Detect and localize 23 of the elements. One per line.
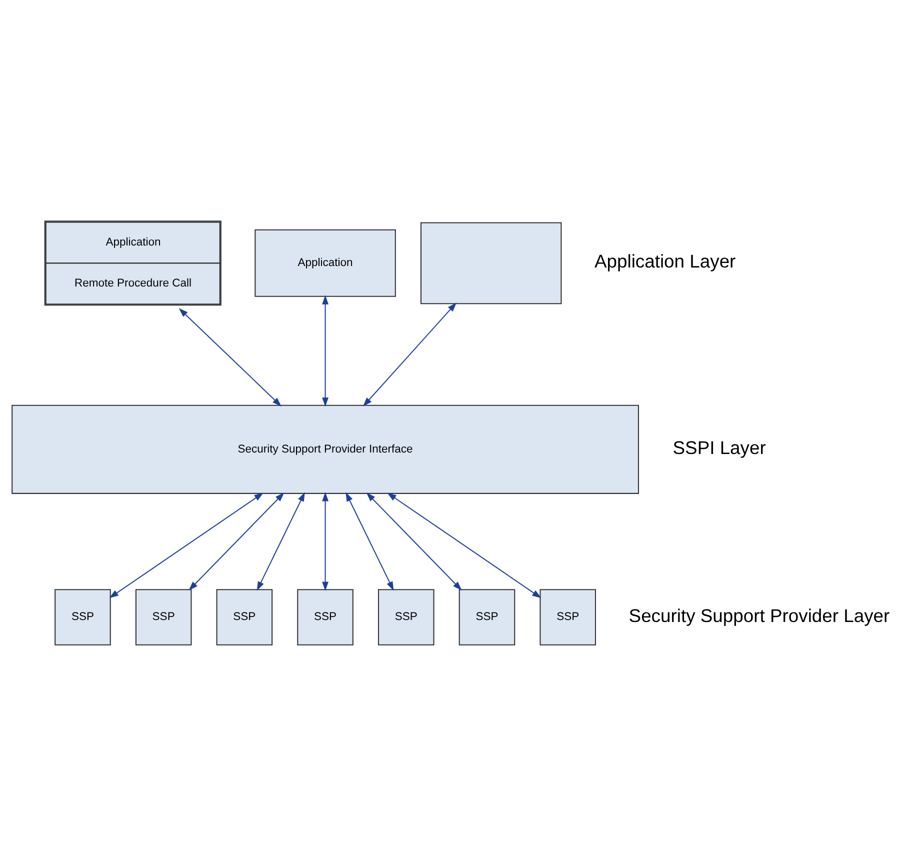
- arrow: [178, 308, 282, 406]
- node-box: SSP: [216, 589, 273, 646]
- node-box: [420, 222, 562, 304]
- node-box: SSP: [135, 589, 192, 646]
- node-box: SSP: [297, 589, 354, 646]
- arrow: [188, 492, 284, 591]
- node-box: SSP: [378, 589, 434, 646]
- node-box: SSP: [458, 589, 516, 646]
- label: Application Layer: [594, 250, 736, 272]
- node-box: Application: [254, 229, 396, 297]
- arrow: [387, 492, 542, 598]
- arrow: [256, 492, 305, 591]
- arrow: [366, 492, 462, 591]
- label: SSPI Layer: [672, 436, 766, 458]
- arrow: [322, 295, 329, 407]
- arrow: [109, 492, 264, 598]
- arrow: [322, 492, 329, 591]
- arrow: [346, 492, 394, 591]
- node-box: SSP: [540, 589, 596, 646]
- node-box: Security Support Provider Interface: [12, 404, 639, 494]
- arrow: [362, 302, 457, 407]
- label: Security Support Provider Layer: [628, 604, 890, 626]
- node-box: SSP: [54, 589, 111, 646]
